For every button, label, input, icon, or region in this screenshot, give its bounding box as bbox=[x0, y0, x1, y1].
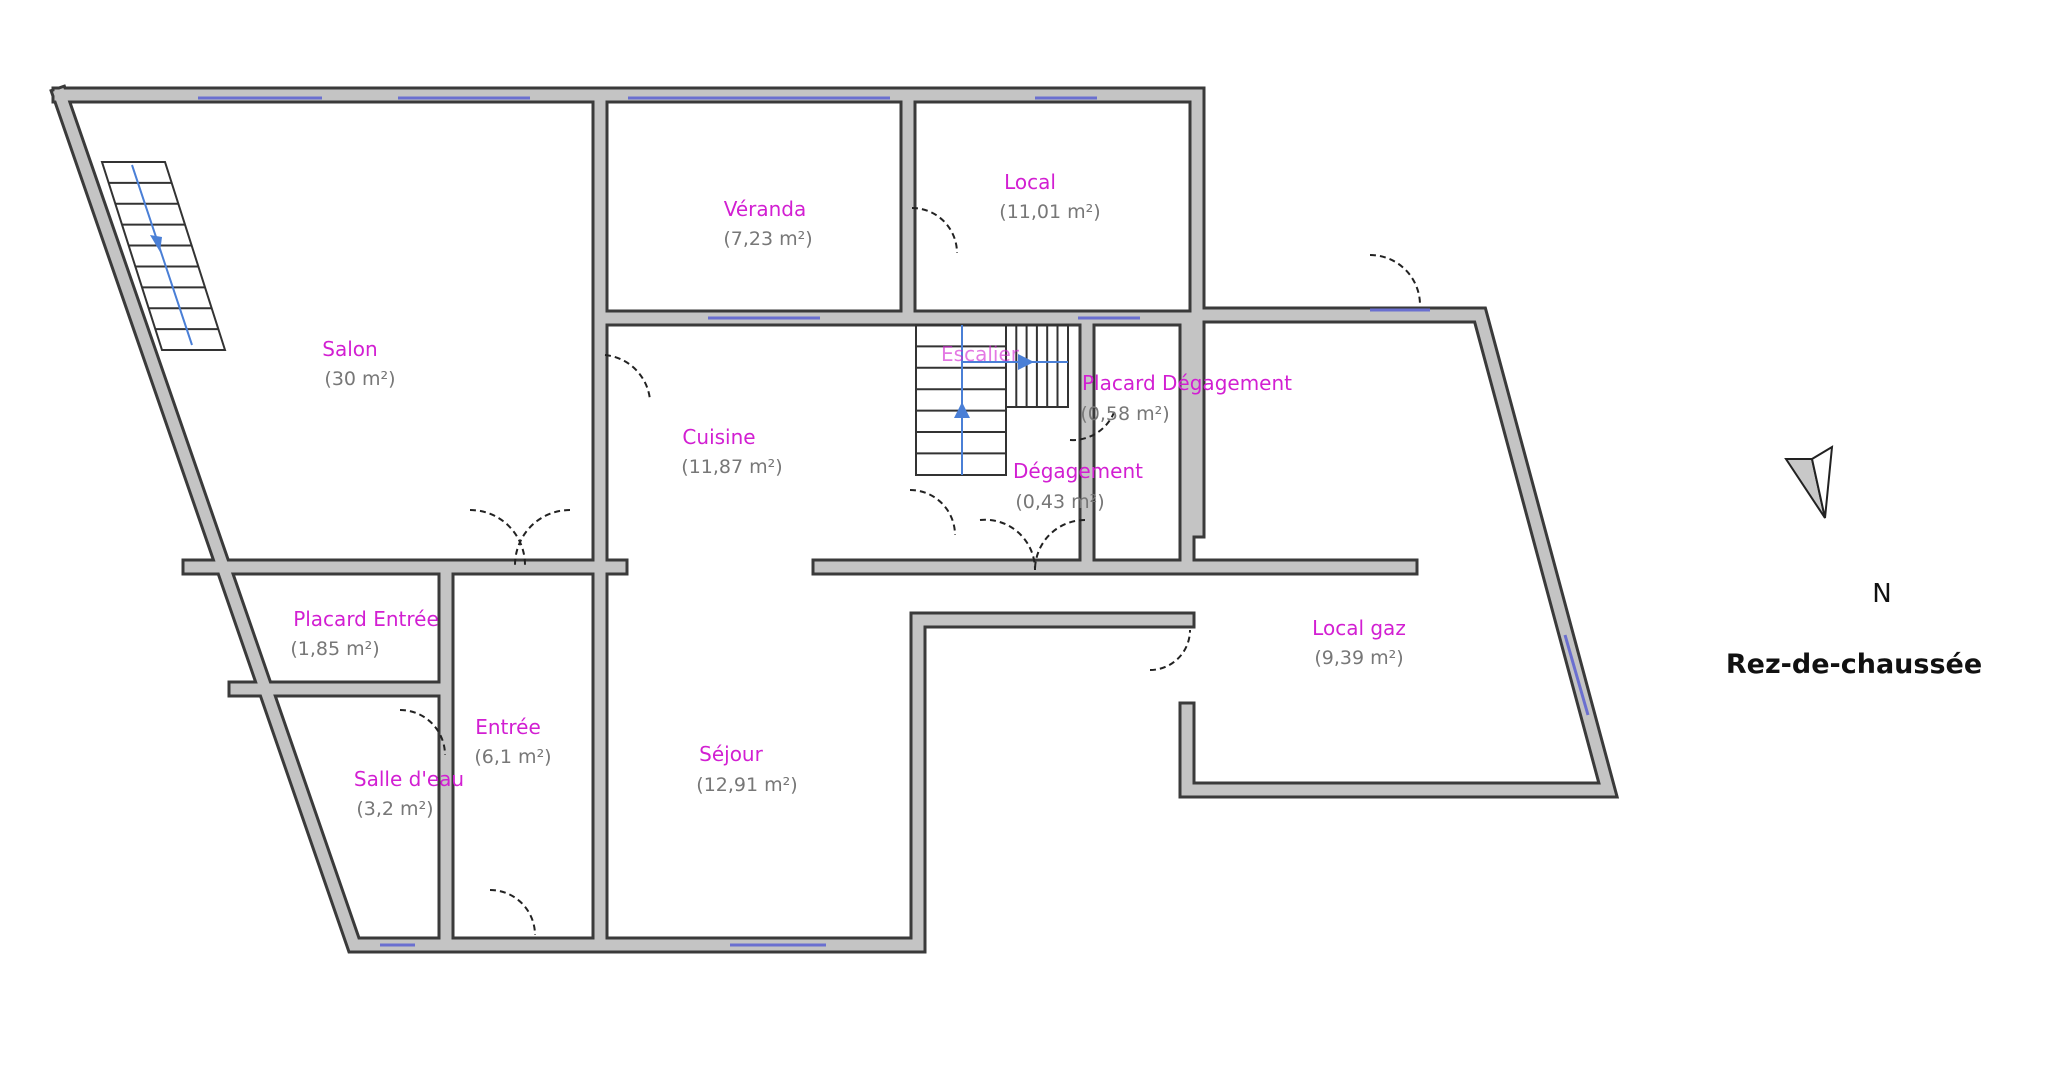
staircase-salon bbox=[100, 161, 227, 351]
stair-arrow-icon bbox=[1018, 354, 1034, 370]
room-area: (12,91 m²) bbox=[696, 774, 797, 796]
room-salle-d-eau: Salle d'eau (3,2 m²) bbox=[354, 767, 464, 820]
room-name: Entrée bbox=[475, 715, 541, 739]
room-labels: Salon (30 m²) Véranda (7,23 m²) Local (11,0… bbox=[290, 170, 1405, 820]
room-name: Local gaz bbox=[1312, 616, 1406, 640]
doors bbox=[399, 207, 1421, 936]
walls bbox=[49, 84, 1620, 954]
room-name: Séjour bbox=[699, 742, 763, 766]
room-area: (3,2 m²) bbox=[356, 798, 433, 820]
wall bbox=[49, 84, 927, 954]
room-name: Cuisine bbox=[682, 425, 755, 449]
room-area: (11,01 m²) bbox=[999, 201, 1100, 223]
room-area: (9,39 m²) bbox=[1314, 647, 1403, 669]
north-label: N bbox=[1872, 579, 1891, 609]
wall bbox=[53, 88, 924, 951]
room-name: Salle d'eau bbox=[354, 767, 464, 791]
staircase-escalier bbox=[915, 324, 1069, 476]
room-area: (7,23 m²) bbox=[723, 228, 812, 250]
room-degagement: Dégagement (0,43 m²) bbox=[1013, 459, 1143, 513]
room-entree: Entrée (6,1 m²) bbox=[474, 715, 551, 768]
stair-arrow-icon bbox=[150, 235, 162, 252]
room-name: Escalier bbox=[941, 342, 1020, 366]
level-title: Rez-de-chaussée bbox=[1726, 649, 1982, 680]
room-sejour: Séjour (12,91 m²) bbox=[696, 742, 797, 796]
stair-arrow-icon bbox=[954, 402, 970, 418]
room-placard-entree: Placard Entrée (1,85 m²) bbox=[290, 607, 438, 660]
room-area: (0,43 m²) bbox=[1015, 491, 1104, 513]
room-name: Placard Dégagement bbox=[1082, 371, 1292, 395]
room-salon: Salon (30 m²) bbox=[322, 337, 395, 390]
room-placard-degagement: Placard Dégagement (0,58 m²) bbox=[1080, 371, 1292, 425]
room-name: Véranda bbox=[724, 197, 807, 221]
room-area: (6,1 m²) bbox=[474, 746, 551, 768]
north-arrow-icon bbox=[1784, 445, 1834, 519]
room-name: Local bbox=[1004, 170, 1056, 194]
room-local-gaz: Local gaz (9,39 m²) bbox=[1312, 616, 1406, 669]
room-cuisine: Cuisine (11,87 m²) bbox=[681, 425, 782, 478]
room-area: (11,87 m²) bbox=[681, 456, 782, 478]
room-area: (30 m²) bbox=[324, 368, 395, 390]
room-escalier: Escalier bbox=[941, 342, 1020, 366]
room-local: Local (11,01 m²) bbox=[999, 170, 1100, 223]
room-area: (1,85 m²) bbox=[290, 638, 379, 660]
wall bbox=[54, 89, 1616, 796]
room-area: (0,58 m²) bbox=[1080, 403, 1169, 425]
room-name: Salon bbox=[322, 337, 377, 361]
room-name: Placard Entrée bbox=[293, 607, 439, 631]
room-veranda: Véranda (7,23 m²) bbox=[723, 197, 812, 250]
windows bbox=[198, 96, 1590, 947]
room-name: Dégagement bbox=[1013, 459, 1143, 483]
